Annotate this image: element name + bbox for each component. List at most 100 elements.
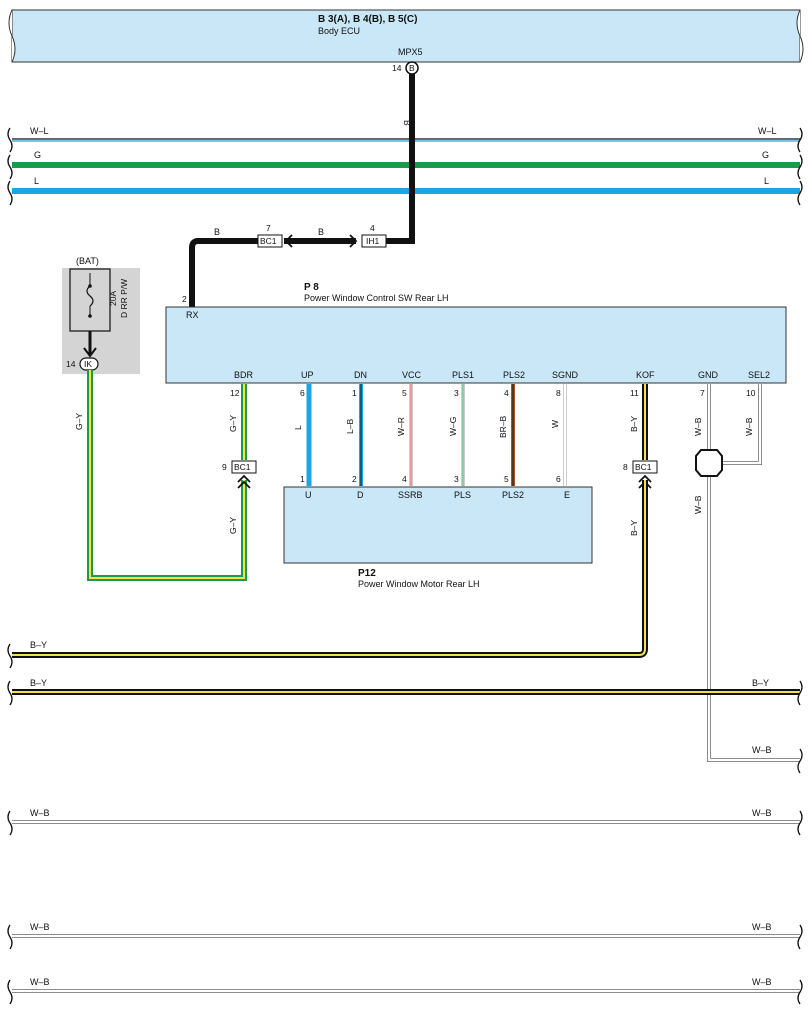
switch-rx-label: RX [186,310,199,320]
switch-pin-dn: 1 [352,388,357,398]
bc1-bdr-chevron-icon [237,474,251,489]
ik-gy-label: G–Y [74,413,84,430]
switch-box [165,306,787,384]
bc1-ih1-wire-label: B [318,227,324,237]
sel2-label: W–B [744,417,754,436]
wb1-break-right [797,810,803,836]
bc1-kof-pin: 8 [623,462,628,472]
by1-break [7,643,13,669]
switch-pin-vcc: 5 [402,388,407,398]
wire-pls2-label: BR–B [498,415,508,438]
switch-terminal-kof: KOF [636,370,655,380]
switch-terminal-sgnd: SGND [552,370,579,380]
by2-break-left [7,680,13,706]
kof-top-label: B–Y [629,416,639,432]
wb3-right-label: W–B [752,977,772,987]
switch-terminal-bdr: BDR [234,370,254,380]
ih1-label: IH1 [366,236,380,246]
fuse-rating: 20A [108,291,118,306]
switch-pin-sel2: 10 [746,388,756,398]
switch-terminal-pls2: PLS2 [503,370,525,380]
by1-left-label: B–Y [30,640,47,650]
ih1-connector [361,234,387,248]
mpx-wire-label: B [402,120,412,126]
ik-pin: 14 [66,359,76,369]
wb3-left-label: W–B [30,977,50,987]
switch-pin-pls1: 3 [454,388,459,398]
wire-pls1-label: W–G [448,417,458,436]
by2-right-label: B–Y [752,678,769,688]
switch-code: P 8 [304,282,319,293]
gnd-label: W–B [693,417,703,436]
motor-terminal-e: E [564,490,570,500]
fuse-grey-panel [62,268,140,374]
wb3-break-right [797,979,803,1005]
bus-lines-bottom: B–Y B–Y B–Y W–B W–B W–B W–B W–B W–B W–B [7,640,803,1005]
motor-pin-u: 1 [300,474,305,484]
switch-terminal-vcc: VCC [402,370,422,380]
motor-box [283,486,593,564]
switch-terminal-sel2: SEL2 [748,370,770,380]
switch-pin-pls2: 4 [504,388,509,398]
gy-loop-stripe [89,370,245,579]
bc1-top-pin: 7 [266,223,271,233]
wb2-break-left [7,924,13,950]
bdr-gy-top-label: G–Y [228,415,238,432]
bc1-bdr-label: BC1 [234,462,251,472]
kof-wire: B–Y BC1 8 B–Y [12,384,658,658]
body-ecu-codes: B 3(A), B 4(B), B 5(C) [318,14,417,25]
sel2-wire [722,384,762,465]
wire-up-label: L [293,425,303,430]
switch-p8: P 8 Power Window Control SW Rear LH 2 RX… [165,282,787,398]
wb3-break-left [7,979,13,1005]
gy-loop-path [87,370,247,581]
fuse-source: (BAT) [76,256,99,266]
ik-label: IK [84,359,92,369]
wb2-left-label: W–B [30,922,50,932]
bus-wl-left: W–L [30,126,49,136]
motor-terminal-u: U [305,490,312,500]
motor-pin-e: 6 [556,474,561,484]
wb1-break-left [7,810,13,836]
fuse-panel: (BAT) 20A D RR P/W IK 14 [62,256,140,374]
ih1-pin: 4 [370,223,375,233]
mpx-wire-path [378,74,415,244]
gnd-wire [707,384,800,762]
bus-right-breaks [797,127,803,206]
fuse-arrow-icon [83,347,97,358]
body-ecu-terminal: MPX5 [398,47,423,57]
body-ecu-box [11,9,801,63]
motor-terminal-ssrb: SSRB [398,490,423,500]
wb2-right-label: W–B [752,922,772,932]
bus-g-left: G [34,150,41,160]
gnd-down-label: W–B [693,495,703,514]
switch-pin-kof: 11 [630,388,639,398]
splice-icon [695,449,723,477]
wire-dn-label: L–B [345,419,355,434]
motor-p12: P12 Power Window Motor Rear LH 1 2 4 3 5… [283,474,593,589]
by2-break-right [797,680,803,706]
wb-gnd-right-label: W–B [752,745,772,755]
motor-terminal-pls2: PLS2 [502,490,524,500]
bus-g-right: G [762,150,769,160]
motor-pin-d: 2 [352,474,357,484]
bc1-top-label: BC1 [260,236,277,246]
wb1-left-label: W–B [30,808,50,818]
wb2-break-right [797,924,803,950]
wb-gnd-break [797,748,803,774]
rx-wire [189,238,258,307]
bc1-connector-bdr [231,460,257,474]
body-ecu-pin: 14 [392,63,402,73]
switch-name: Power Window Control SW Rear LH [304,293,449,303]
bus-wl-right: W–L [758,126,777,136]
bus-lines-top: W–L W–L G G L L [7,126,803,206]
bc1-kof-label: BC1 [635,462,652,472]
motor-terminal-d: D [357,490,364,500]
body-ecu: B 3(A), B 4(B), B 5(C) Body ECU MPX5 14 … [8,9,804,75]
switch-terminal-gnd: GND [698,370,719,380]
body-ecu-pin-letter: B [409,63,415,73]
bdr-gy-bottom-label: G–Y [228,517,238,534]
gy-loop: G–Y G–Y G–Y BC1 9 [74,370,257,581]
mpx-wire: B IH1 4 B BC1 7 B [189,74,415,307]
body-ecu-name: Body ECU [318,26,360,36]
